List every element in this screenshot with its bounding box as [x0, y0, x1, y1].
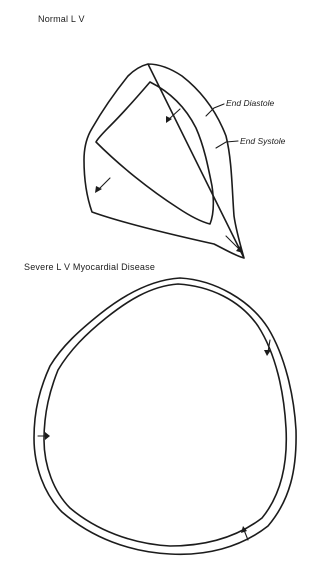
normal-lv-panel: Normal L V End Diastole End Systole: [38, 14, 286, 258]
normal-lv-title: Normal L V: [38, 14, 85, 24]
severe-lv-title: Severe L V Myocardial Disease: [24, 262, 155, 272]
severe-end-diastole-outline: [34, 278, 296, 554]
severe-wall-arrowhead-left: [45, 432, 50, 440]
severe-wall-arrowhead-bottom: [241, 526, 247, 533]
severe-lv-panel: Severe L V Myocardial Disease: [24, 262, 296, 554]
severe-wall-arrowhead-right: [264, 350, 271, 356]
severe-end-systole-outline: [44, 284, 286, 546]
end-diastole-label: End Diastole: [226, 98, 274, 108]
normal-end-diastole-outline: [84, 64, 244, 258]
normal-end-systole-outline: [96, 82, 213, 224]
end-systole-label: End Systole: [240, 136, 286, 146]
